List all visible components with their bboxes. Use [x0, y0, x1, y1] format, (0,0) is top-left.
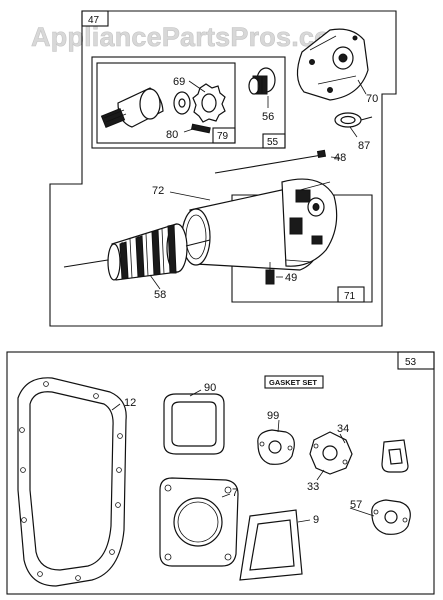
gasket-set-tag [264, 375, 324, 389]
head-gasket [159, 477, 239, 567]
washer [173, 91, 191, 115]
callout-34: 34 [337, 423, 349, 435]
box-71-tag [337, 286, 365, 303]
box-55-tag [262, 133, 286, 149]
callout-69: 69 [173, 76, 185, 88]
seal-ring [334, 112, 373, 128]
box-79-label: 79 [217, 131, 229, 142]
callout-49: 49 [285, 272, 297, 284]
callout-9: 9 [313, 514, 319, 526]
drive-box-55 [91, 56, 286, 149]
armature [63, 223, 211, 281]
callout-99: 99 [267, 410, 279, 422]
clutch-box-79 [96, 62, 236, 144]
callout-48: 48 [334, 152, 346, 164]
gasket-set-label: GASKET SET [269, 378, 317, 387]
assembly-box-47 [49, 10, 397, 327]
mount-gasket [371, 499, 411, 535]
box-71-label: 71 [344, 291, 356, 302]
spring [190, 123, 211, 134]
callout-70: 70 [366, 93, 378, 105]
callout-72: 72 [152, 185, 164, 197]
callout-12: 12 [124, 397, 136, 409]
crankcase-gasket [17, 377, 127, 587]
upper-assembly: 47 55 79 [49, 10, 397, 327]
exhaust-gasket [381, 439, 409, 473]
callout-90: 90 [204, 382, 216, 394]
lower-assembly: 53 GASKET SET [6, 351, 435, 595]
callout-7: 7 [232, 487, 238, 499]
callout-87: 87 [358, 140, 370, 152]
carburetor-gasket [309, 431, 353, 475]
box-53-label: 53 [405, 357, 417, 368]
callout-58: 58 [154, 289, 166, 301]
callout-56: 56 [262, 111, 274, 123]
box-47-label: 47 [88, 15, 100, 26]
callout-57: 57 [350, 499, 362, 511]
drive-nut [248, 67, 276, 95]
end-cap [296, 28, 369, 101]
box-55-label: 55 [267, 137, 279, 148]
callout-80: 80 [166, 129, 178, 141]
box-79-tag [212, 127, 236, 144]
watermark-text: AppliancePartsPros.com [31, 22, 355, 52]
clutch-housing [100, 87, 164, 128]
through-bolt [214, 149, 327, 174]
pinion-gear [192, 83, 226, 123]
box-53-tag [397, 351, 435, 370]
intake-gasket [257, 429, 295, 465]
valve-cover-gasket [163, 393, 225, 455]
breather-gasket [239, 509, 303, 581]
callout-33: 33 [307, 481, 319, 493]
motor-housing [181, 178, 338, 285]
box-47-tag [81, 10, 109, 27]
gasket-box-53 [6, 351, 435, 595]
